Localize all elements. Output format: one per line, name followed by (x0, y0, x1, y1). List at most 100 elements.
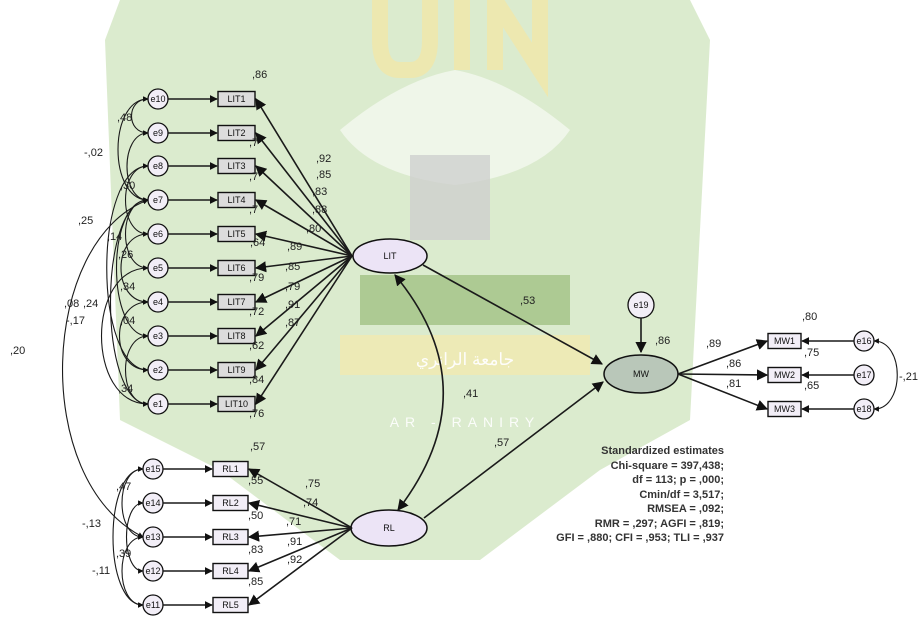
error-e11[interactable]: e11 (142, 594, 164, 616)
mw-item-label: MW1 (774, 336, 795, 346)
r2-label: ,7 (249, 137, 258, 149)
rl-item-4[interactable]: RL4 (212, 562, 249, 580)
rl-item-2[interactable]: RL2 (212, 494, 249, 512)
error-e8[interactable]: e8 (147, 155, 169, 177)
loading-label: ,89 (287, 241, 302, 253)
loading-path (255, 165, 353, 257)
error-label: e9 (153, 128, 163, 138)
cov-lit-errors-3 (126, 130, 149, 203)
r2-label: ,86 (252, 69, 267, 81)
error-e5[interactable]: e5 (147, 257, 169, 279)
cov-lit-label: ,34 (120, 281, 135, 293)
lit-item-3[interactable]: LIT3 (217, 157, 256, 175)
loading-path (255, 255, 353, 405)
r2-label: ,7 (249, 204, 258, 216)
label-lit-mw: ,53 (520, 295, 535, 307)
lit-item-1[interactable]: LIT1 (217, 90, 256, 108)
lit-item-8[interactable]: LIT8 (217, 327, 256, 345)
cov-lit-label: ,08 (64, 298, 79, 310)
error-e9[interactable]: e9 (147, 122, 169, 144)
label-rl-mw: ,57 (494, 437, 509, 449)
r2-label: ,75 (804, 347, 819, 359)
latent-rl-label: RL (383, 523, 395, 533)
r2-label: ,50 (248, 510, 263, 522)
error-e3[interactable]: e3 (147, 325, 169, 347)
error-e14[interactable]: e14 (142, 492, 164, 514)
r2-label: ,79 (249, 272, 264, 284)
lit-item-10[interactable]: LIT10 (217, 395, 256, 413)
loading-label: ,91 (287, 536, 302, 548)
loading-path (677, 373, 769, 411)
cov-lit-label: ,48 (117, 112, 132, 124)
error-e19[interactable]: e19 (627, 291, 655, 319)
cov-lit-label: ,04 (120, 315, 135, 327)
cov-lit-label: ,26 (118, 249, 133, 261)
loading-path (255, 132, 353, 257)
error-e15[interactable]: e15 (142, 458, 164, 480)
mw-item-2[interactable]: MW2 (767, 366, 802, 384)
error-e13[interactable]: e13 (142, 526, 164, 548)
latent-rl[interactable]: RL (350, 509, 428, 547)
error-e1[interactable]: e1 (147, 393, 169, 415)
lit-item-9[interactable]: LIT9 (217, 361, 256, 379)
fit-line-chi-square: Chi-square = 397,438; (610, 459, 724, 472)
error-e6[interactable]: e6 (147, 223, 169, 245)
cov-mw-errors (873, 338, 898, 412)
loading-label: ,88 (312, 204, 327, 216)
error-e7[interactable]: e7 (147, 189, 169, 211)
latent-mw[interactable]: MW (603, 354, 679, 394)
cov-lit-label: -,17 (66, 315, 85, 327)
loading-label: ,83 (312, 186, 327, 198)
cov-rl-label: ,39 (116, 548, 131, 560)
error-label: e18 (856, 404, 871, 414)
error-label: e15 (145, 464, 160, 474)
loading-path (255, 255, 353, 337)
error-e10[interactable]: e10 (147, 88, 169, 110)
loading-label: ,79 (285, 281, 300, 293)
loading-path (254, 255, 353, 273)
loading-label: ,74 (303, 497, 318, 509)
lit-item-2[interactable]: LIT2 (217, 124, 256, 142)
lit-item-4[interactable]: LIT4 (217, 191, 256, 209)
rl-item-3[interactable]: RL3 (212, 528, 249, 546)
error-e2[interactable]: e2 (147, 359, 169, 381)
latent-lit[interactable]: LIT (352, 238, 428, 274)
error-e16[interactable]: e16 (853, 330, 875, 352)
lit-item-label: LIT5 (227, 229, 245, 239)
mw-item-1[interactable]: MW1 (767, 332, 802, 350)
error-e12[interactable]: e12 (142, 560, 164, 582)
lit-item-label: LIT8 (227, 331, 245, 341)
rl-measurement-model: RL1e15,75,57RL2e14,74,55RL3e13,71,50RL4e… (142, 441, 353, 616)
mw-r2: ,86 (655, 335, 670, 347)
loading-path (247, 499, 353, 529)
error-e17[interactable]: e17 (853, 364, 875, 386)
r2-label: ,65 (804, 380, 819, 392)
loading-path (247, 527, 353, 573)
cov-rl-label: ,47 (116, 481, 131, 493)
loading-path (248, 527, 353, 606)
loading-label: ,75 (305, 478, 320, 490)
lit-item-label: LIT7 (227, 297, 245, 307)
rl-item-1[interactable]: RL1 (212, 460, 249, 478)
cov-mw-label: -,21 (899, 371, 918, 383)
cov-rl-errors-4 (112, 466, 144, 608)
cov-lit-errors-10 (118, 299, 149, 373)
cov-lit-label: ,25 (78, 215, 93, 227)
cov-lit-errors-2 (117, 96, 149, 203)
r2-label: ,83 (248, 544, 263, 556)
fit-statistics-panel: Standardized estimates Chi-square = 397,… (556, 444, 724, 546)
lit-item-label: LIT9 (227, 365, 245, 375)
error-e4[interactable]: e4 (147, 291, 169, 313)
cov-lit-label: ,14 (107, 231, 122, 243)
r2-label: ,64 (250, 237, 265, 249)
error-e18[interactable]: e18 (853, 398, 875, 420)
cov-e7-e13 (62, 199, 149, 538)
lit-item-label: LIT2 (227, 128, 245, 138)
error-label: e16 (856, 336, 871, 346)
loading-path (255, 255, 353, 371)
loading-path (255, 98, 353, 257)
loading-label: ,91 (285, 299, 300, 311)
rl-item-5[interactable]: RL5 (212, 596, 249, 614)
mw-item-3[interactable]: MW3 (767, 400, 802, 418)
